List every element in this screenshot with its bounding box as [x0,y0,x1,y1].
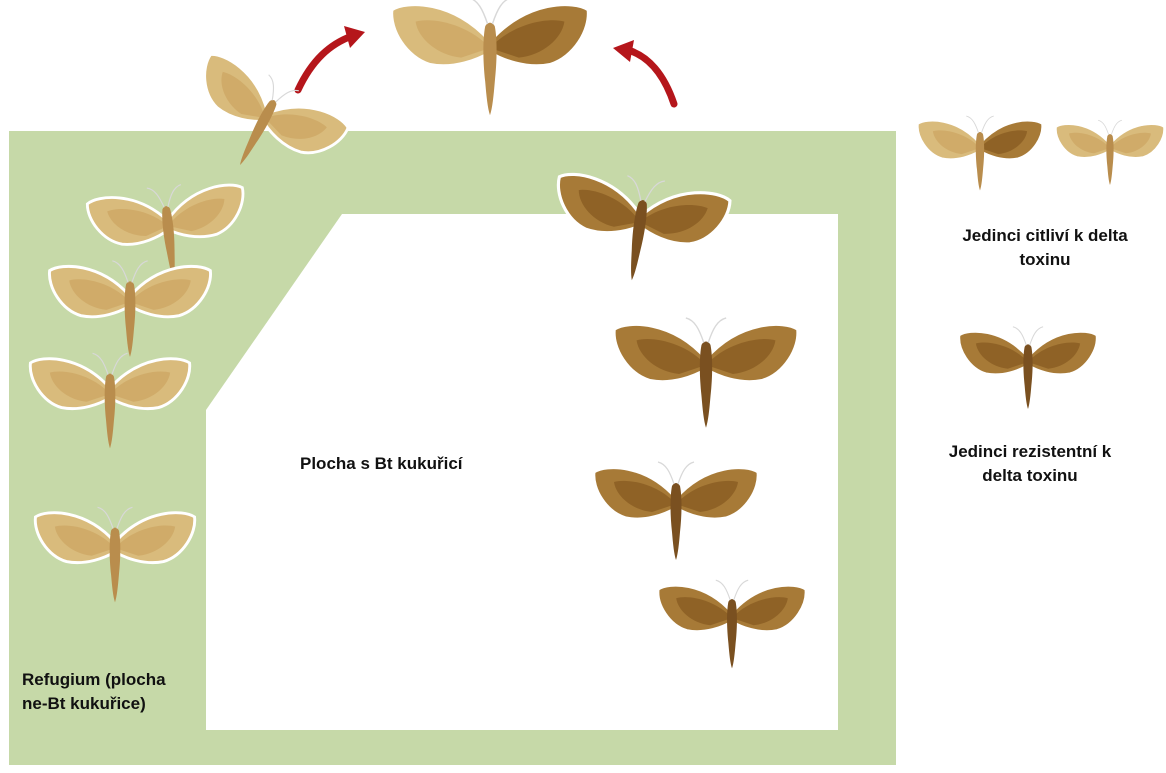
moth-hybrid-icon [918,116,1043,190]
right-arrow-icon [613,40,674,104]
legend-resistant-label: Jedinci rezistentní k delta toxinu [930,440,1130,488]
legend-resistant-line1: Jedinci rezistentní k [930,440,1130,464]
refugium-label-line1: Refugium (plocha [22,668,166,692]
moth-sensitive-icon [1056,120,1164,185]
moth-hybrid-icon [391,0,588,115]
bt-field-label: Plocha s Bt kukuřicí [300,452,463,476]
refugium-label: Refugium (plocha ne-Bt kukuřice) [22,668,166,716]
legend-resistant-line2: delta toxinu [930,464,1130,488]
left-arrow-icon [298,26,365,90]
moth-resistant-icon [959,327,1097,409]
legend-sensitive-line2: toxinu [930,248,1160,272]
legend-sensitive-line1: Jedinci citliví k delta [930,224,1160,248]
legend-sensitive-label: Jedinci citliví k delta toxinu [930,224,1160,272]
refugium-label-line2: ne-Bt kukuřice) [22,692,166,716]
